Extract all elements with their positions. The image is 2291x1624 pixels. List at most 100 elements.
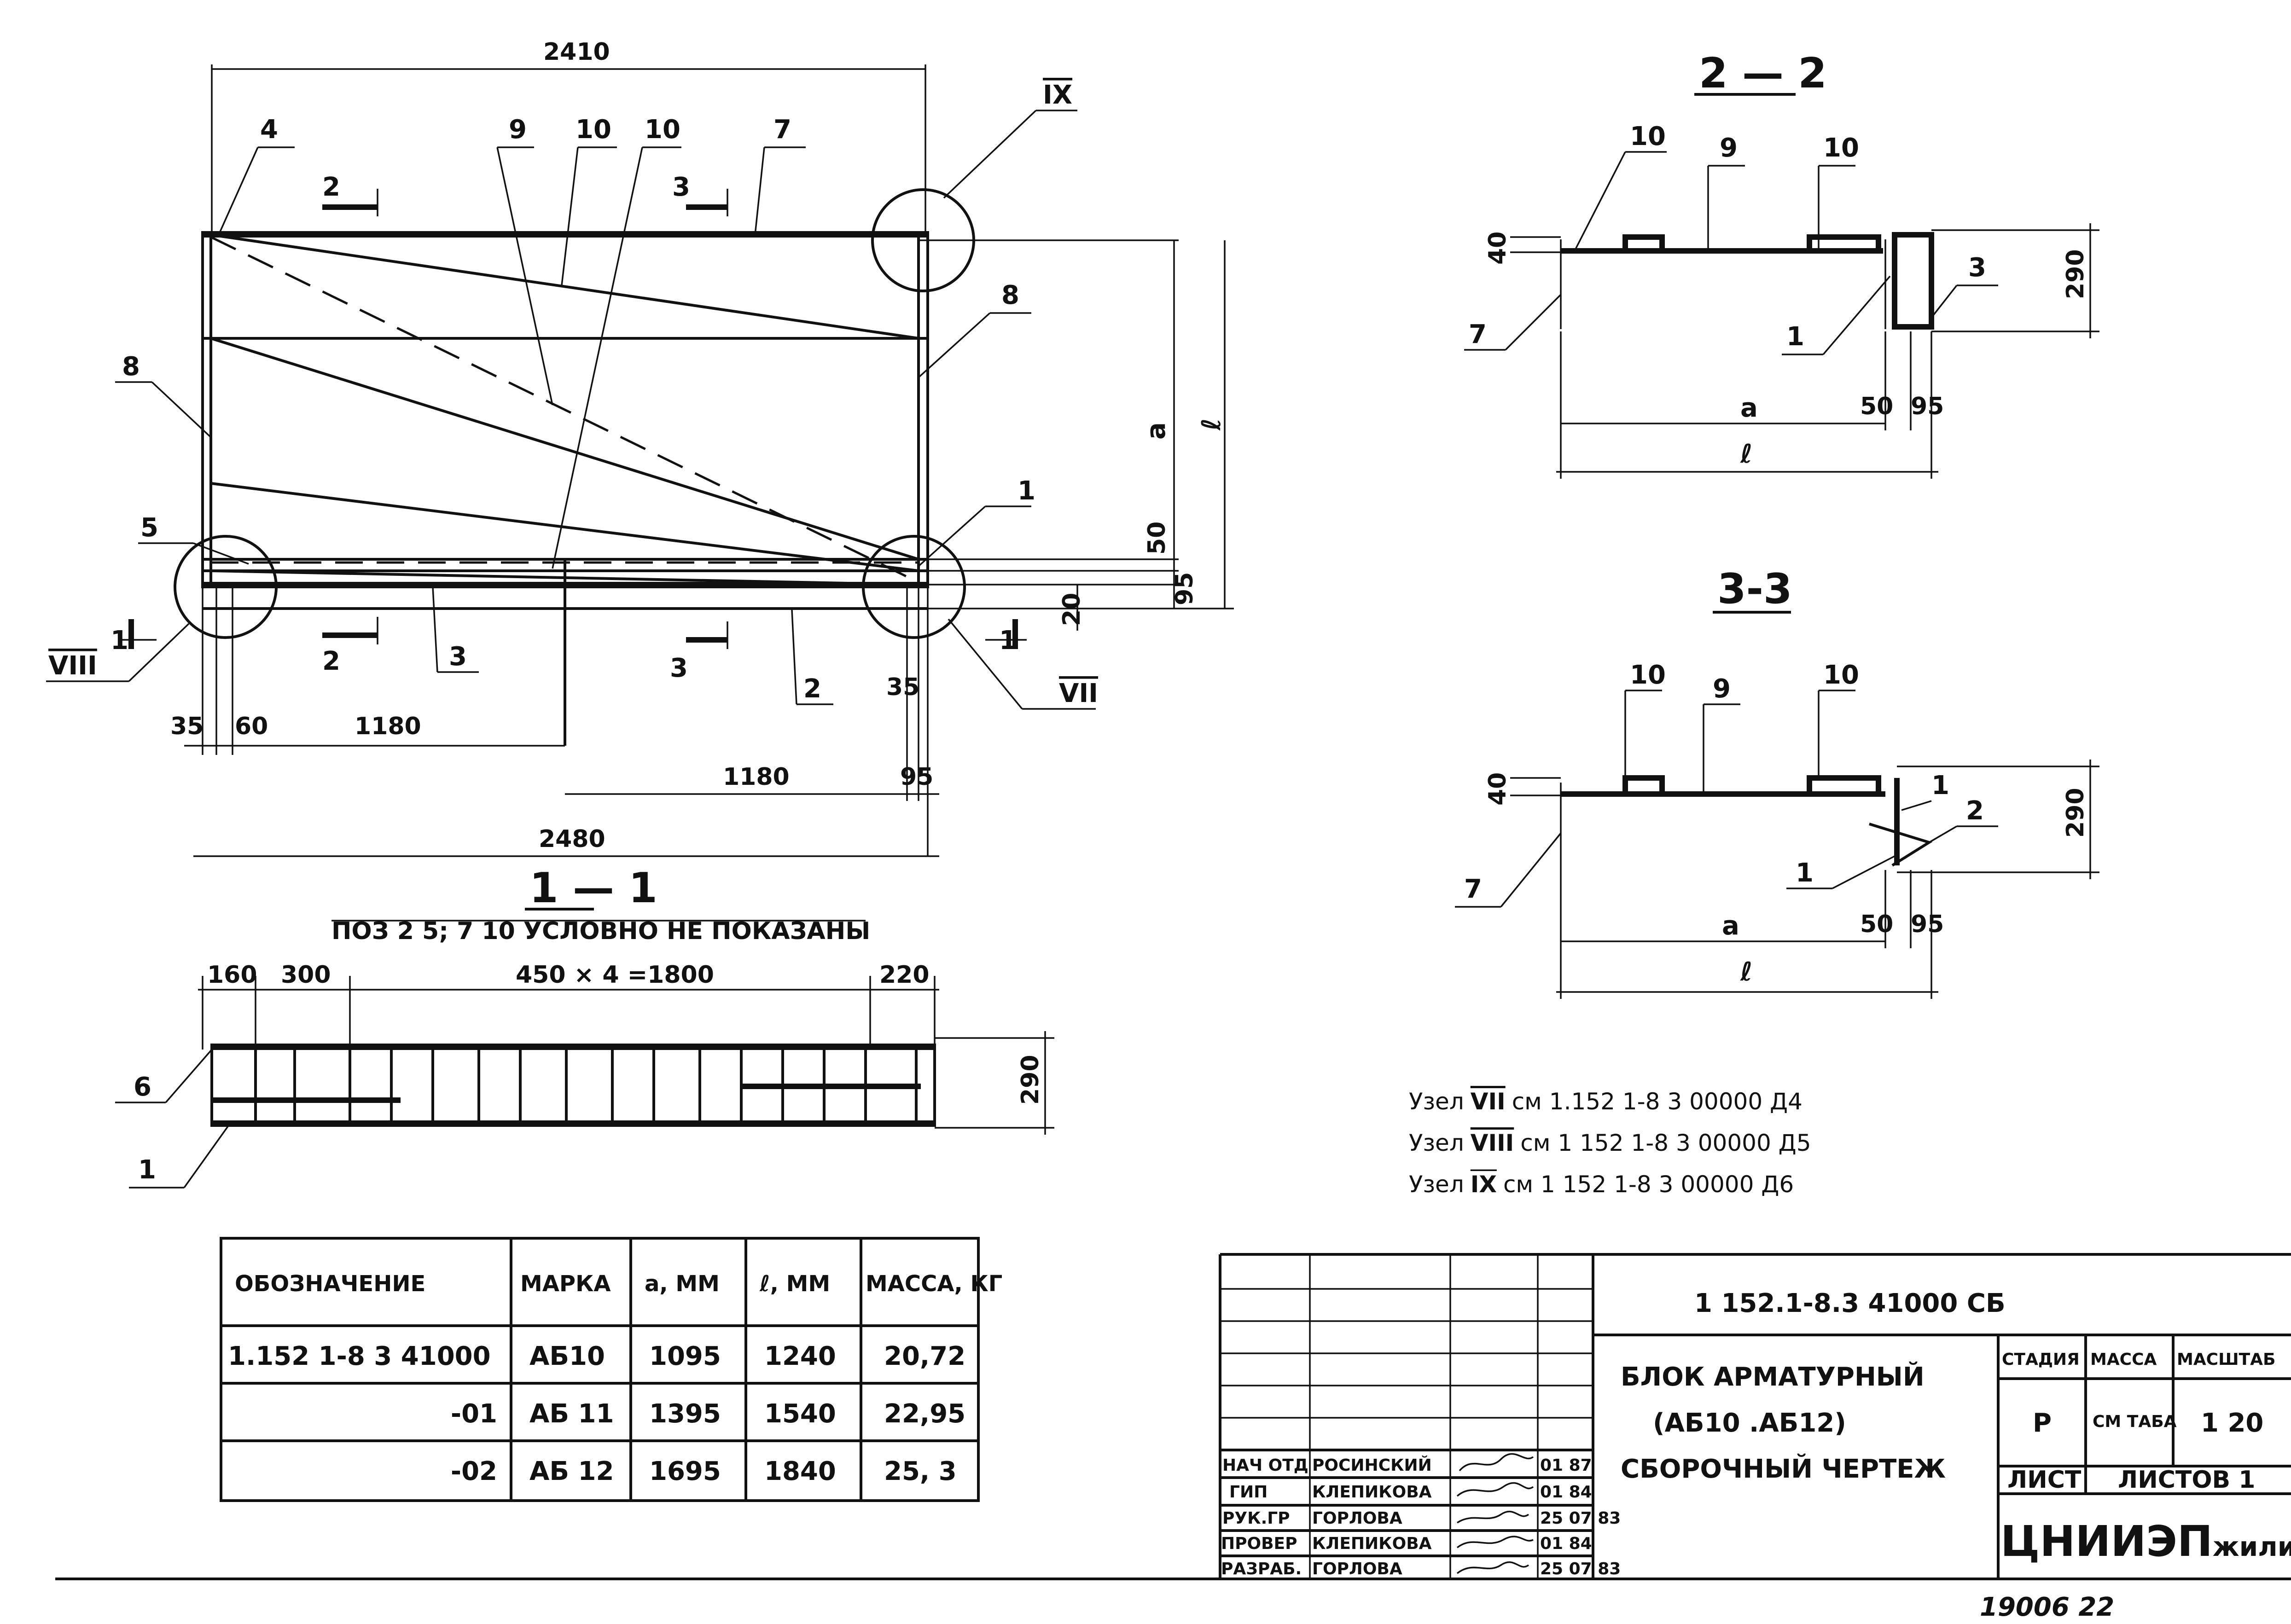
cell-a: 1695 bbox=[649, 1456, 721, 1486]
scale-value: 1 20 bbox=[2201, 1408, 2263, 1438]
signature-row: РАЗРАБ. ГОРЛОВА 25 07 83 bbox=[1221, 1560, 1621, 1578]
sheets-label: ЛИСТОВ 1 bbox=[2118, 1466, 2255, 1494]
signature-row: РУК.ГР ГОРЛОВА 25 07 83 bbox=[1222, 1509, 1621, 1528]
cell-mark: АБ 12 bbox=[529, 1456, 614, 1486]
date: 25 07 83 bbox=[1540, 1509, 1621, 1528]
dim-95-main: 95 bbox=[1171, 572, 1198, 605]
node-viii-circle bbox=[174, 535, 278, 639]
s33-dim-40: 40 bbox=[1484, 772, 1512, 806]
section-2-2: 2 — 2 10 9 10 7 1 3 40 290 a 50 95 bbox=[1464, 49, 2099, 479]
table-row: 1.152 1-8 3 41000 АБ10 1095 1240 20,72 bbox=[228, 1341, 965, 1371]
org-name: ЦНИИЭПжилища bbox=[2000, 1517, 2291, 1566]
dim-160: 160 bbox=[207, 961, 257, 989]
callout-1-s11: 1 bbox=[138, 1155, 156, 1185]
title-line-3: СБОРОЧНЫЙ ЧЕРТЕЖ bbox=[1621, 1454, 1946, 1484]
cell-mass: 20,72 bbox=[884, 1341, 965, 1371]
th-designation: ОБОЗНАЧЕНИЕ bbox=[235, 1271, 425, 1297]
callout-10-a: 10 bbox=[576, 115, 611, 145]
s33-dim-95: 95 bbox=[1911, 911, 1944, 938]
dim-300: 300 bbox=[281, 961, 331, 989]
role: ГИП bbox=[1229, 1483, 1268, 1502]
dim-35-left: 35 bbox=[170, 713, 204, 740]
dim-290-s11: 290 bbox=[1017, 1055, 1044, 1105]
table-row: -02 АБ 12 1695 1840 25, 3 bbox=[451, 1456, 957, 1486]
stage-header: СТАДИЯ bbox=[2002, 1350, 2080, 1369]
callout-5: 5 bbox=[140, 513, 158, 543]
s22-label-1: 1 bbox=[1786, 322, 1804, 352]
cell-designation: -02 bbox=[451, 1456, 497, 1486]
sheet-label: ЛИСТ bbox=[2007, 1466, 2082, 1494]
date: 01 84 bbox=[1540, 1483, 1592, 1502]
s33-label-1a: 1 bbox=[1931, 771, 1949, 800]
cell-mark: АБ 11 bbox=[529, 1399, 614, 1429]
s33-label-10b: 10 bbox=[1823, 660, 1859, 690]
date: 01 84 bbox=[1540, 1534, 1592, 1553]
role: РАЗРАБ. bbox=[1221, 1560, 1302, 1578]
node-label-vii: VII bbox=[1059, 679, 1098, 708]
callout-8-left: 8 bbox=[122, 352, 140, 382]
callout-6: 6 bbox=[134, 1072, 151, 1102]
date: 01 87 bbox=[1540, 1456, 1592, 1475]
section-1-1-title: 1 — 1 bbox=[529, 864, 657, 912]
callout-3: 3 bbox=[449, 642, 467, 672]
main-plan-view: 2410 4 9 10 10 7 8 bbox=[46, 38, 1234, 857]
stage-value: Р bbox=[2033, 1408, 2052, 1438]
mass-value: СМ ТАБА bbox=[2093, 1412, 2177, 1431]
node-vii-circle bbox=[862, 535, 966, 639]
dim-2480: 2480 bbox=[539, 825, 605, 853]
dim-20-main: 20 bbox=[1058, 593, 1086, 626]
s33-label-7: 7 bbox=[1464, 874, 1482, 904]
table-row: -01 АБ 11 1395 1540 22,95 bbox=[451, 1399, 965, 1429]
cell-a: 1095 bbox=[649, 1341, 721, 1371]
dim-1180-left: 1180 bbox=[355, 713, 421, 740]
person-name: ГОРЛОВА bbox=[1312, 1509, 1402, 1528]
dim-2410: 2410 bbox=[543, 38, 610, 66]
callout-7: 7 bbox=[773, 115, 791, 145]
cell-mass: 25, 3 bbox=[884, 1456, 957, 1486]
cell-designation: -01 bbox=[451, 1399, 497, 1429]
cell-l: 1840 bbox=[764, 1456, 836, 1486]
dim-1800: 450 × 4 =1800 bbox=[516, 961, 714, 989]
signature-row: ПРОВЕР КЛЕПИКОВА 01 84 bbox=[1221, 1534, 1592, 1553]
person-name: КЛЕПИКОВА bbox=[1312, 1483, 1432, 1502]
role: ПРОВЕР bbox=[1221, 1534, 1297, 1553]
title-line-2: (АБ10 .АБ12) bbox=[1653, 1408, 1846, 1438]
s33-dim-50: 50 bbox=[1860, 911, 1893, 938]
section-2-2-title: 2 — 2 bbox=[1699, 49, 1827, 98]
callout-4: 4 bbox=[260, 115, 278, 145]
s22-label-3: 3 bbox=[1968, 253, 1986, 283]
cell-mark: АБ10 bbox=[529, 1341, 605, 1371]
section-1-1-subtitle: ПОЗ 2 5; 7 10 УСЛОВНО НЕ ПОКАЗАНЫ bbox=[331, 917, 870, 945]
cut-1-left: 1 bbox=[110, 626, 128, 655]
s33-dim-290: 290 bbox=[2062, 788, 2089, 838]
section-1-1-stirrups bbox=[254, 1045, 918, 1125]
node-label-ix: IX bbox=[1043, 80, 1072, 110]
callout-9: 9 bbox=[509, 115, 527, 145]
cut-1-right: 1 bbox=[999, 626, 1017, 655]
s22-label-9: 9 bbox=[1720, 133, 1738, 163]
s22-dim-290: 290 bbox=[2062, 249, 2089, 299]
s22-label-7: 7 bbox=[1469, 319, 1487, 349]
section-1-1: 1 — 1 ПОЗ 2 5; 7 10 УСЛОВНО НЕ ПОКАЗАНЫ … bbox=[115, 864, 1054, 1189]
cell-l: 1240 bbox=[764, 1341, 836, 1371]
dim-50-main: 50 bbox=[1143, 522, 1171, 555]
s22-dim-50: 50 bbox=[1860, 393, 1893, 420]
s22-label-10a: 10 bbox=[1630, 122, 1666, 151]
doc-code: 1 152.1-8.3 41000 СБ bbox=[1694, 1288, 2006, 1318]
cut-3-top: 3 bbox=[672, 172, 690, 202]
dim-60-left: 60 bbox=[235, 713, 268, 740]
title-line-1: БЛОК АРМАТУРНЫЙ bbox=[1621, 1362, 1925, 1392]
date: 25 07 83 bbox=[1540, 1560, 1621, 1578]
callout-2: 2 bbox=[803, 674, 821, 704]
s22-dim-a: a bbox=[1740, 393, 1758, 423]
s33-label-10a: 10 bbox=[1630, 660, 1666, 690]
callout-1: 1 bbox=[1018, 476, 1035, 506]
s22-dim-40: 40 bbox=[1484, 232, 1512, 265]
person-name: РОСИНСКИЙ bbox=[1312, 1456, 1432, 1475]
role: НАЧ ОТД bbox=[1222, 1456, 1308, 1475]
title-block: 1 152.1-8.3 41000 СБ БЛОК АРМАТУРНЫЙ (АБ… bbox=[55, 1253, 2291, 1622]
cut-2-top: 2 bbox=[322, 172, 340, 202]
person-name: КЛЕПИКОВА bbox=[1312, 1534, 1432, 1553]
